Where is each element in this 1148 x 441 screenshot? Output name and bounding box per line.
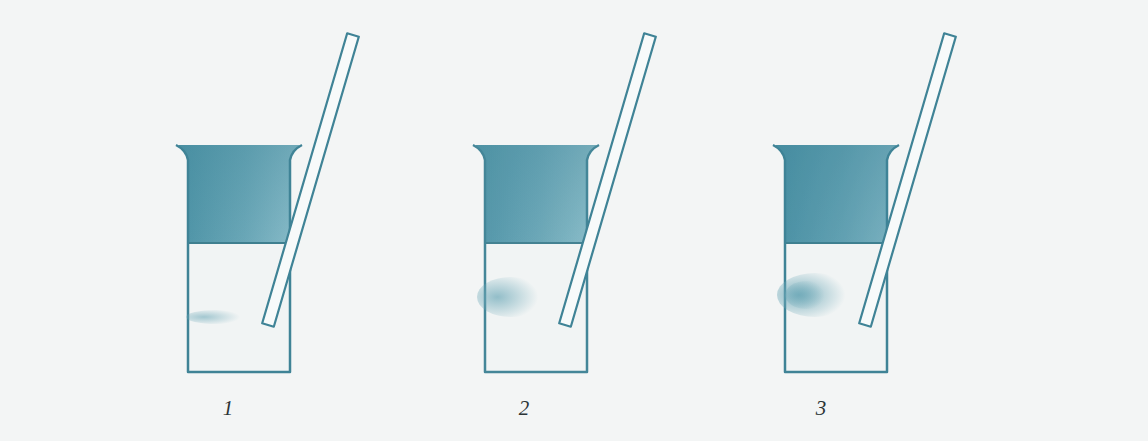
beaker-1 <box>176 33 359 372</box>
beaker-3 <box>773 33 956 372</box>
beaker-2 <box>473 33 656 372</box>
beaker-number: 2 <box>519 398 530 419</box>
beaker-number: 1 <box>223 398 234 419</box>
beaker-number: 3 <box>816 398 827 419</box>
